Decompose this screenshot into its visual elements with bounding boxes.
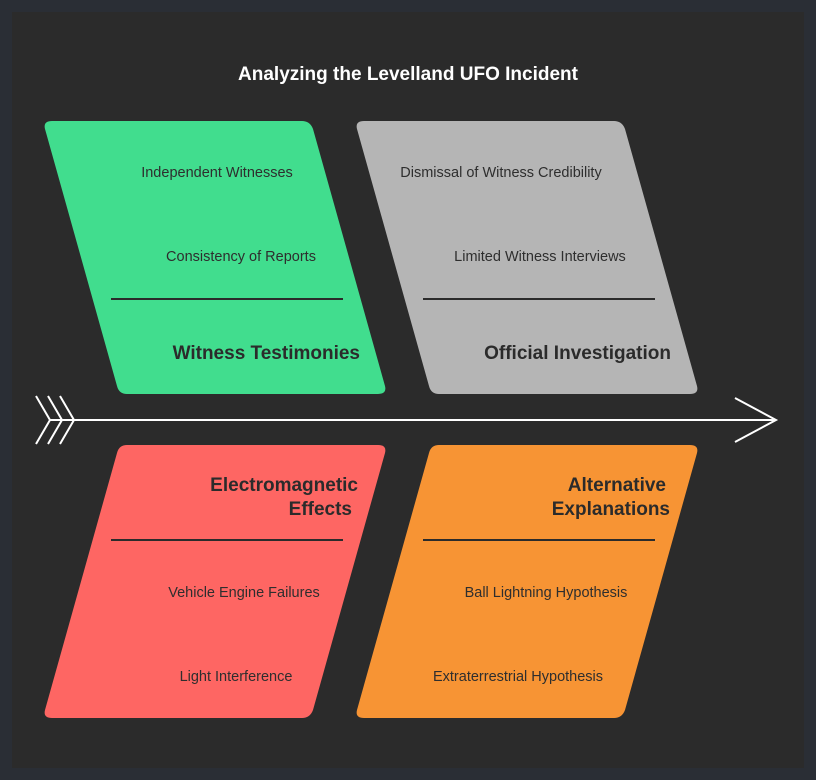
cause-alternative-explanations: Alternative Explanations Ball Lightning … <box>356 445 698 718</box>
spine-arrow <box>35 395 779 445</box>
cause-item-consistency-of-reports: Consistency of Reports <box>166 249 316 265</box>
cause-shape-electromagnetic <box>44 445 386 718</box>
cause-item-vehicle-engine-failures: Vehicle Engine Failures <box>168 585 320 601</box>
cause-title-alternative-line-1: Alternative <box>568 475 666 496</box>
cause-title-witness-testimonies: Witness Testimonies <box>173 343 360 364</box>
cause-official-investigation: Dismissal of Witness Credibility Limited… <box>356 121 698 394</box>
cause-shape-witness <box>44 121 386 394</box>
cause-title-electromagnetic-line-2: Effects <box>289 499 352 520</box>
cause-item-light-interference: Light Interference <box>180 669 293 685</box>
cause-item-independent-witnesses: Independent Witnesses <box>141 165 293 181</box>
cause-shape-official <box>356 121 698 394</box>
cause-electromagnetic-effects: Electromagnetic Effects Vehicle Engine F… <box>44 445 386 718</box>
cause-item-ball-lightning-hypothesis: Ball Lightning Hypothesis <box>465 585 628 601</box>
cause-title-official-investigation: Official Investigation <box>484 343 671 364</box>
cause-item-dismissal-of-witness-credibility: Dismissal of Witness Credibility <box>400 165 602 181</box>
tail-chevron-1 <box>35 395 52 445</box>
cause-title-electromagnetic-line-1: Electromagnetic <box>210 475 358 496</box>
diagram-title: Analyzing the Levelland UFO Incident <box>238 64 578 85</box>
cause-item-limited-witness-interviews: Limited Witness Interviews <box>454 249 626 265</box>
tail-chevron-2 <box>47 395 64 445</box>
cause-item-extraterrestrial-hypothesis: Extraterrestrial Hypothesis <box>433 669 603 685</box>
cause-witness-testimonies: Independent Witnesses Consistency of Rep… <box>44 121 386 394</box>
arrow-head <box>734 397 779 443</box>
cause-title-alternative-line-2: Explanations <box>552 499 670 520</box>
tail-chevron-3 <box>59 395 76 445</box>
cause-shape-alternative <box>356 445 698 718</box>
